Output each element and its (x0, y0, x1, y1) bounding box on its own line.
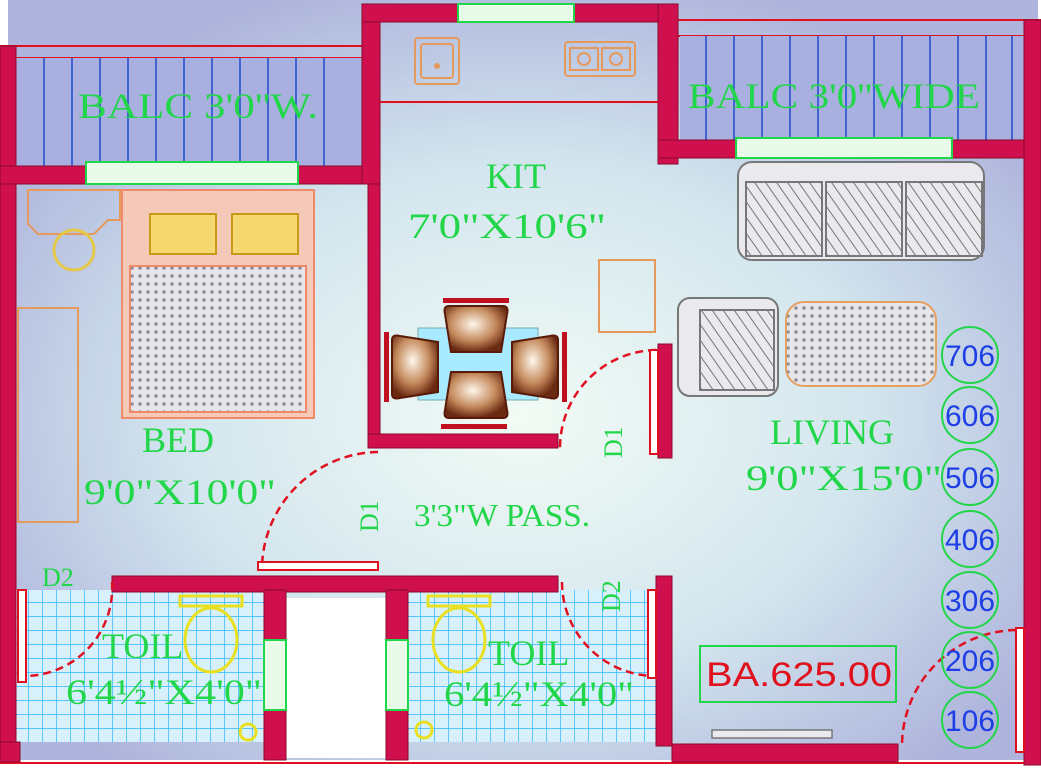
floor-number: 606 (945, 400, 995, 433)
coffee-table-icon (785, 301, 937, 387)
built-area-box (699, 645, 897, 703)
floor-number-circles (941, 326, 999, 749)
floor-trap-left-icon (238, 722, 258, 742)
floor-number: 406 (945, 524, 995, 557)
floor-number: 506 (945, 462, 995, 495)
living-name: LIVING (770, 412, 894, 452)
floor-trap-right-icon (414, 720, 434, 740)
wc-left-icon (178, 594, 244, 674)
kitchen-size: 7'0"X10'6" (408, 206, 606, 246)
balcony-left-label: BALC 3'0''W. (78, 86, 318, 126)
armchair-icon (677, 297, 779, 397)
balcony-right-railing (680, 36, 1025, 140)
side-table-icon (27, 189, 121, 272)
toilet-left-floor (16, 590, 264, 742)
door-label-d2-right: D2 (597, 580, 626, 612)
toilet-right-name: TOIL (488, 633, 569, 673)
balcony-left-railing (16, 58, 362, 166)
stove-icon (564, 41, 636, 77)
living-size: 9'0"X15'0" (746, 458, 942, 498)
door-label-d1-passage: D1 (355, 500, 384, 532)
balcony-right-label: BALC 3'0''WIDE (688, 76, 980, 116)
duct-area (285, 598, 387, 758)
bed-icon (121, 189, 315, 419)
dining-table-icon (384, 298, 567, 429)
door-label-d1-kitchen: D1 (599, 426, 628, 458)
floor-number: 106 (945, 705, 995, 738)
floor-number: 206 (945, 645, 995, 678)
floor-number: 706 (945, 340, 995, 373)
door-label-d2-left: D2 (42, 563, 74, 592)
sink-icon (414, 37, 460, 85)
wardrobe-icon (17, 307, 79, 523)
wc-right-icon (426, 594, 492, 674)
toilet-left-size: 6'4½"X4'0" (66, 672, 262, 712)
bed-name: BED (142, 420, 214, 460)
walls (0, 3, 1041, 766)
kitchen-name: KIT (486, 156, 546, 196)
floor-number: 306 (945, 585, 995, 618)
door-swings (21, 348, 1017, 747)
passage-label: 3'3"W PASS. (414, 497, 590, 533)
toilet-left-name: TOIL (102, 626, 183, 666)
toilet-right-size: 6'4½"X4'0" (444, 674, 634, 714)
bed-size: 9'0"X10'0" (84, 472, 276, 512)
shoe-rack-icon (711, 729, 833, 739)
fridge-icon (598, 259, 656, 333)
windows (85, 3, 953, 711)
door-leaves (17, 349, 1025, 753)
built-area-label: BA.625.00 (706, 656, 892, 694)
sofa-icon (737, 161, 985, 261)
